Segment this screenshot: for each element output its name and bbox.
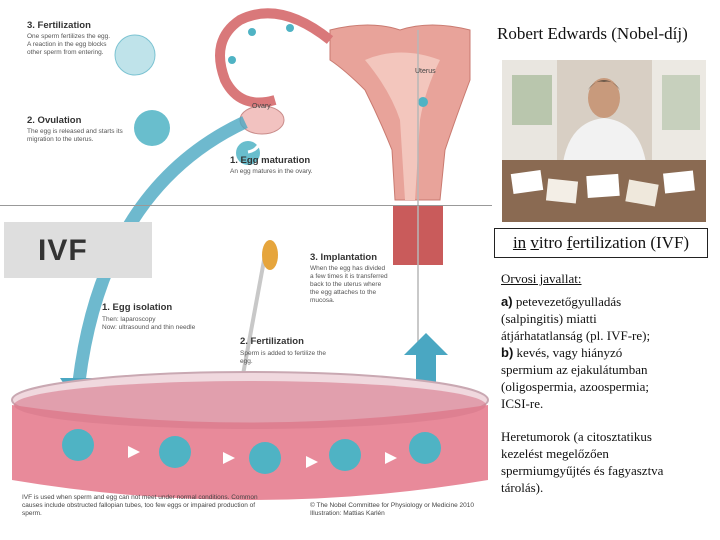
indication-a-marker: a) bbox=[501, 294, 513, 309]
egg-dot bbox=[286, 24, 294, 32]
ovulation-egg-image bbox=[134, 110, 170, 146]
ivf-underline-in: in bbox=[513, 233, 526, 252]
page-title: Robert Edwards (Nobel-díj) bbox=[497, 24, 688, 44]
ivf-label-itro: itro bbox=[539, 233, 567, 252]
egg-dot bbox=[248, 28, 256, 36]
up-arrow-head bbox=[404, 333, 448, 355]
table-photo bbox=[511, 170, 543, 194]
indication-heading: Orvosi javallat: bbox=[501, 270, 582, 287]
step2-ovulation-desc: The egg is released and starts its migra… bbox=[27, 128, 139, 144]
table-photo bbox=[546, 178, 578, 203]
ovary-label: Ovary bbox=[252, 103, 271, 110]
egg-dot bbox=[418, 97, 428, 107]
ivf-definition-box: in vitro fertilization (IVF) bbox=[494, 228, 708, 258]
petri-dish-liquid bbox=[14, 381, 486, 429]
illustration-credit: © The Nobel Committee for Physiology or … bbox=[310, 502, 490, 518]
fallopian-tube bbox=[220, 13, 330, 102]
ivf-step2-title: 2. Fertilization bbox=[240, 336, 304, 347]
window-pane bbox=[512, 75, 552, 125]
indication-b-marker: b) bbox=[501, 345, 513, 360]
window-pane bbox=[662, 75, 700, 130]
dish-cell bbox=[249, 442, 281, 474]
ivf-step1-title: 1. Egg isolation bbox=[102, 302, 172, 313]
step1-egg-maturation-title: 1. Egg maturation bbox=[230, 155, 310, 166]
indication-a: a) petevezetőgyulladás (salpingitis) mia… bbox=[501, 293, 681, 344]
ivf-step3-title: 3. Implantation bbox=[310, 252, 377, 263]
egg-dot bbox=[228, 56, 236, 64]
tumor-note: Heretumorok (a citosztatikus kezelést me… bbox=[501, 428, 686, 496]
ivf-footnote: IVF is used when sperm and egg can not m… bbox=[22, 494, 262, 518]
step2-ovulation-title: 2. Ovulation bbox=[27, 115, 81, 126]
table-photo bbox=[663, 170, 695, 193]
ivf-label-rest: ertilization (IVF) bbox=[572, 233, 689, 252]
step3-fertilization-desc: One sperm fertilizes the egg. A reaction… bbox=[27, 33, 112, 57]
table-photo bbox=[586, 174, 619, 198]
indication-a-text: petevezetőgyulladás (salpingitis) miatti… bbox=[501, 294, 650, 343]
pipette-bulb bbox=[262, 240, 278, 270]
dish-cell bbox=[329, 439, 361, 471]
step1-egg-maturation-desc: An egg matures in the ovary. bbox=[230, 168, 370, 176]
dish-cell bbox=[159, 436, 191, 468]
ivf-step2-desc: Sperm is added to fertilize the egg. bbox=[240, 350, 330, 366]
photo-graphic bbox=[502, 60, 706, 222]
ivf-underline-v: v bbox=[530, 233, 539, 252]
ovary-shape bbox=[240, 106, 284, 134]
dish-cell bbox=[62, 429, 94, 461]
robert-edwards-photo bbox=[502, 60, 706, 222]
indication-b: b) kevés, vagy hiányzó spermium az ejaku… bbox=[501, 344, 676, 412]
ivf-title: IVF bbox=[38, 234, 88, 268]
step3-fertilization-title: 3. Fertilization bbox=[27, 20, 91, 31]
indication-b-text: kevés, vagy hiányzó spermium az ejakulát… bbox=[501, 345, 649, 411]
ivf-step1-desc: Then: laparoscopy Now: ultrasound and th… bbox=[102, 316, 222, 332]
fertilized-egg-image bbox=[115, 35, 155, 75]
section-divider bbox=[0, 205, 492, 206]
uterus-label: Uterus bbox=[415, 68, 436, 75]
ivf-step3-desc: When the egg has divided a few times it … bbox=[310, 265, 390, 305]
dish-cell bbox=[409, 432, 441, 464]
person-face bbox=[588, 78, 620, 118]
ivf-illustration: 3. Fertilization One sperm fertilizes th… bbox=[0, 0, 492, 540]
